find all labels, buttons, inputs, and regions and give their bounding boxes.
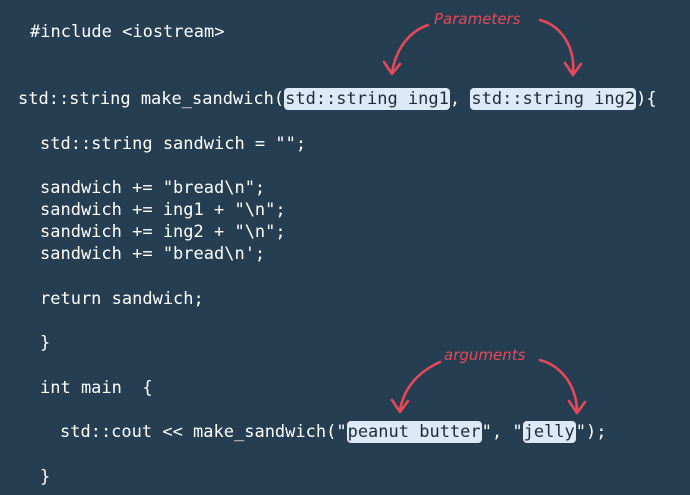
main-signature: int main { — [40, 378, 153, 398]
parameter-ing1: std::string ing1 — [284, 88, 450, 110]
append-line-4: sandwich += "bread\n'; — [40, 244, 266, 264]
cout-call-line: std::cout << make_sandwich("peanut butte… — [60, 421, 607, 443]
closing-brace-main: } — [40, 467, 51, 487]
signature-suffix: ){ — [636, 89, 657, 109]
call-suffix: "); — [575, 422, 607, 442]
arguments-arrow-right — [538, 358, 579, 412]
append-line-2: sandwich += ing1 + "\n"; — [40, 200, 286, 220]
closing-brace-function: } — [40, 333, 51, 353]
arguments-annotation: arguments — [444, 346, 526, 364]
call-middle: ", " — [481, 422, 523, 442]
parameters-arrow-left-head — [382, 60, 402, 76]
parameters-arrow-right — [538, 18, 575, 74]
argument-jelly: jelly — [522, 421, 576, 443]
append-line-3: sandwich += ing2 + "\n"; — [40, 222, 286, 242]
arguments-arrow-right-head — [567, 399, 587, 415]
return-statement: return sandwich; — [40, 289, 204, 309]
parameter-ing2: std::string ing2 — [470, 88, 637, 110]
signature-prefix: std::string make_sandwich( — [18, 89, 285, 109]
include-line: #include <iostream> — [30, 22, 225, 42]
parameters-annotation: Parameters — [434, 10, 521, 28]
function-signature: std::string make_sandwich(std::string in… — [18, 88, 657, 110]
arguments-arrow-left — [398, 360, 442, 412]
call-prefix: std::cout << make_sandwich(" — [60, 422, 347, 442]
arguments-arrow-left-head — [390, 398, 410, 414]
sandwich-declaration: std::string sandwich = ""; — [40, 134, 307, 154]
parameters-arrow-left — [390, 23, 430, 74]
parameters-arrow-right-head — [563, 61, 583, 77]
argument-peanut-butter: peanut butter — [346, 421, 482, 443]
signature-separator: , — [449, 89, 471, 109]
append-line-1: sandwich += "bread\n"; — [40, 178, 266, 198]
